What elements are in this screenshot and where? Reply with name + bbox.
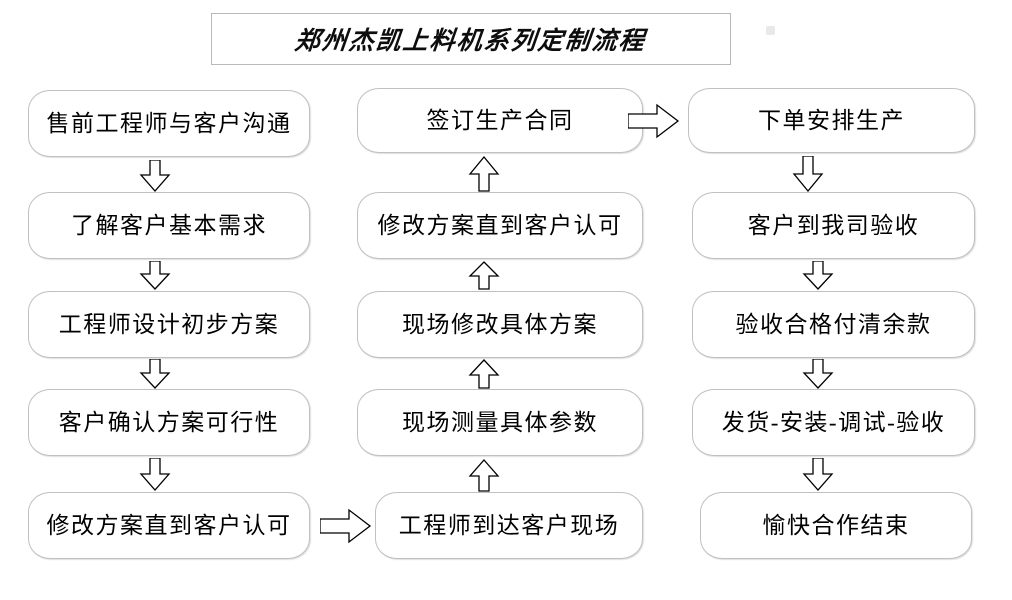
node-pay-balance-after-acceptance[interactable]: 验收合格付清余款	[692, 291, 975, 358]
node-label: 了解客户基本需求	[71, 213, 267, 238]
node-label: 发货-安装-调试-验收	[721, 410, 946, 435]
node-label: 下单安排生产	[758, 108, 905, 133]
node-label: 验收合格付清余款	[735, 312, 932, 337]
node-label: 现场测量具体参数	[402, 410, 598, 435]
arrow-down-icon	[137, 160, 173, 192]
node-label: 客户确认方案可行性	[58, 410, 280, 435]
node-label: 售前工程师与客户沟通	[46, 111, 292, 136]
arrow-down-icon	[137, 359, 173, 389]
arrow-down-icon	[800, 359, 836, 389]
arrow-down-icon	[800, 458, 836, 491]
node-pre-sales-communication[interactable]: 售前工程师与客户沟通	[28, 90, 310, 157]
node-label: 客户到我司验收	[747, 213, 920, 238]
arrow-down-icon	[137, 261, 173, 290]
page-title: 郑州杰凯上料机系列定制流程	[293, 28, 648, 55]
node-understand-requirements[interactable]: 了解客户基本需求	[28, 192, 310, 259]
arrow-right-icon	[628, 103, 680, 139]
node-happy-cooperation-end[interactable]: 愉快合作结束	[700, 492, 972, 559]
node-label: 工程师设计初步方案	[58, 312, 280, 337]
node-engineer-arrives-onsite[interactable]: 工程师到达客户现场	[375, 492, 643, 559]
artifact-dot	[766, 26, 775, 35]
node-ship-install-debug-accept[interactable]: 发货-安装-调试-验收	[692, 389, 975, 456]
node-customer-inspection-at-factory[interactable]: 客户到我司验收	[692, 192, 975, 259]
node-revise-until-approved-middle[interactable]: 修改方案直到客户认可	[357, 192, 643, 259]
arrow-up-icon	[466, 359, 502, 389]
arrow-up-icon	[466, 459, 502, 492]
node-customer-confirm-feasibility[interactable]: 客户确认方案可行性	[28, 389, 310, 456]
arrow-down-icon	[800, 261, 836, 290]
node-label: 工程师到达客户现场	[398, 513, 620, 538]
node-revise-until-approved-left[interactable]: 修改方案直到客户认可	[28, 492, 310, 559]
node-label: 签订生产合同	[426, 108, 574, 133]
node-label: 修改方案直到客户认可	[377, 213, 623, 238]
arrow-down-icon	[790, 156, 826, 192]
node-engineer-draft-plan[interactable]: 工程师设计初步方案	[28, 291, 310, 358]
node-label: 愉快合作结束	[762, 513, 910, 538]
arrow-up-icon	[466, 156, 502, 192]
node-onsite-revise-plan[interactable]: 现场修改具体方案	[357, 291, 643, 358]
node-label: 修改方案直到客户认可	[46, 513, 292, 538]
chart-title-box: 郑州杰凯上料机系列定制流程	[211, 13, 731, 65]
node-sign-production-contract[interactable]: 签订生产合同	[357, 88, 643, 153]
arrow-up-icon	[466, 261, 502, 290]
arrow-down-icon	[137, 458, 173, 491]
node-place-order-arrange-production[interactable]: 下单安排生产	[688, 88, 975, 153]
arrow-right-icon	[320, 508, 372, 544]
node-onsite-measure-parameters[interactable]: 现场测量具体参数	[357, 389, 643, 456]
node-label: 现场修改具体方案	[402, 312, 598, 337]
